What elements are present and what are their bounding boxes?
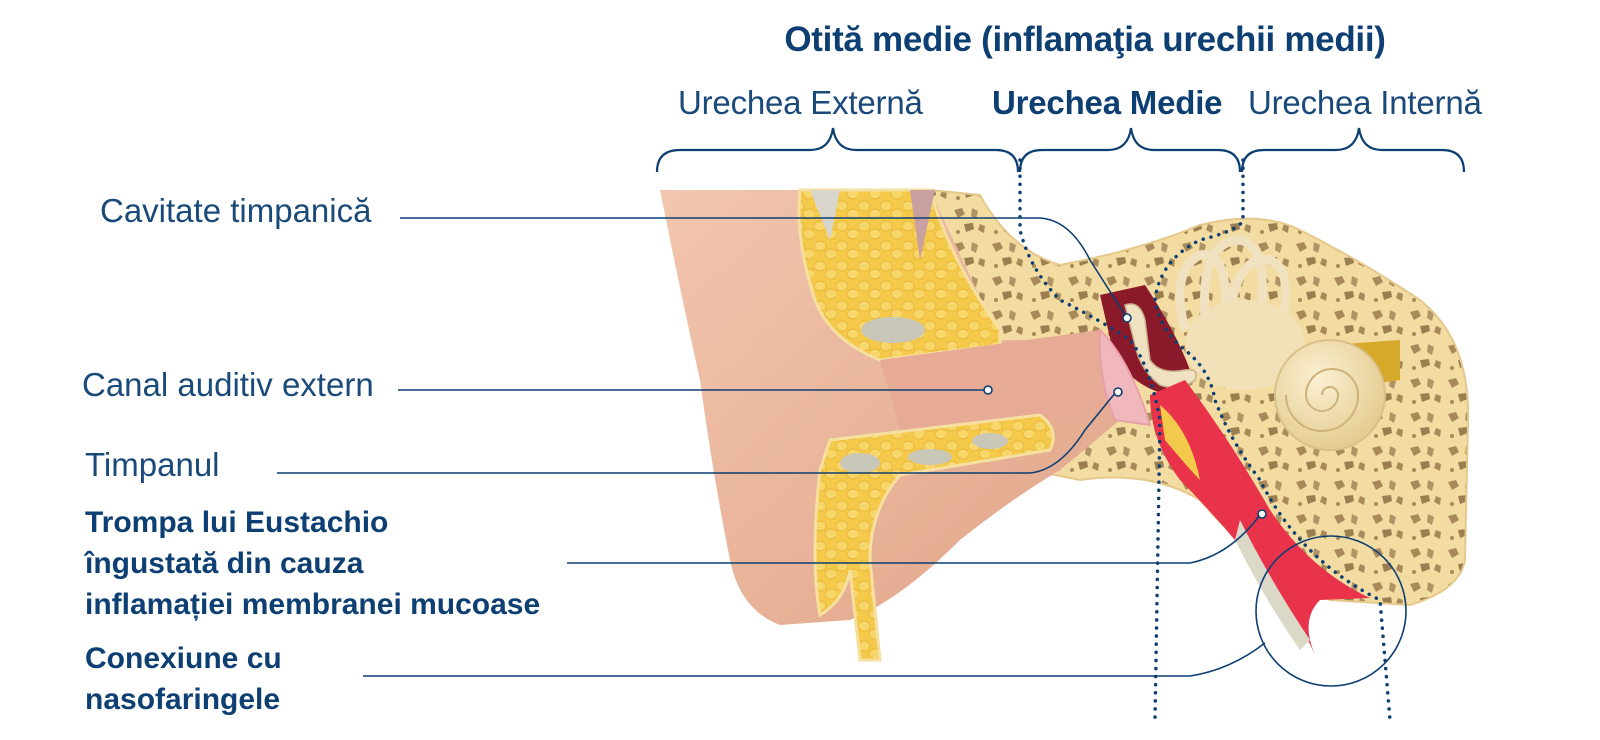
eardrum xyxy=(1098,327,1152,427)
section-label-outer-ear: Urechea Externă xyxy=(678,84,923,121)
fat-tissue-upper xyxy=(797,188,1002,362)
diagram-title: Otită medie (inflamaţia urechii medii) xyxy=(784,20,1386,59)
label-eustachian-tube-line-1: Trompa lui Eustachio xyxy=(85,506,389,539)
vestibule xyxy=(1185,300,1305,390)
ossicles xyxy=(1124,303,1197,389)
label-eustachian-tube-line-2: îngustată din cauza xyxy=(85,547,364,580)
label-eustachian-tube: Trompa lui Eustachio îngustată din cauza… xyxy=(85,502,605,625)
fat-tissue-lower xyxy=(813,413,1055,662)
auricle xyxy=(660,190,1120,625)
section-braces xyxy=(655,127,1466,173)
label-nasopharynx-connection: Conexiune cu nasofaringele xyxy=(85,638,385,720)
cochlea xyxy=(1274,339,1386,451)
label-eustachian-tube-line-3: inflamației membranei mucoase xyxy=(85,588,541,621)
region-boundaries xyxy=(1018,158,1392,722)
label-nasopharynx-line-1: Conexiune cu xyxy=(85,642,282,675)
label-tympanic-cavity: Cavitate timpanică xyxy=(100,192,372,229)
section-label-inner-ear: Urechea Internă xyxy=(1248,84,1482,121)
ear-canal xyxy=(880,330,1115,430)
label-nasopharynx-line-2: nasofaringele xyxy=(85,683,281,716)
label-external-auditory-canal: Canal auditiv extern xyxy=(82,366,374,403)
leader-lines xyxy=(277,217,1407,687)
label-eardrum: Timpanul xyxy=(85,446,220,483)
section-label-middle-ear: Urechea Medie xyxy=(992,84,1223,121)
semicircular-canals xyxy=(1175,235,1291,332)
